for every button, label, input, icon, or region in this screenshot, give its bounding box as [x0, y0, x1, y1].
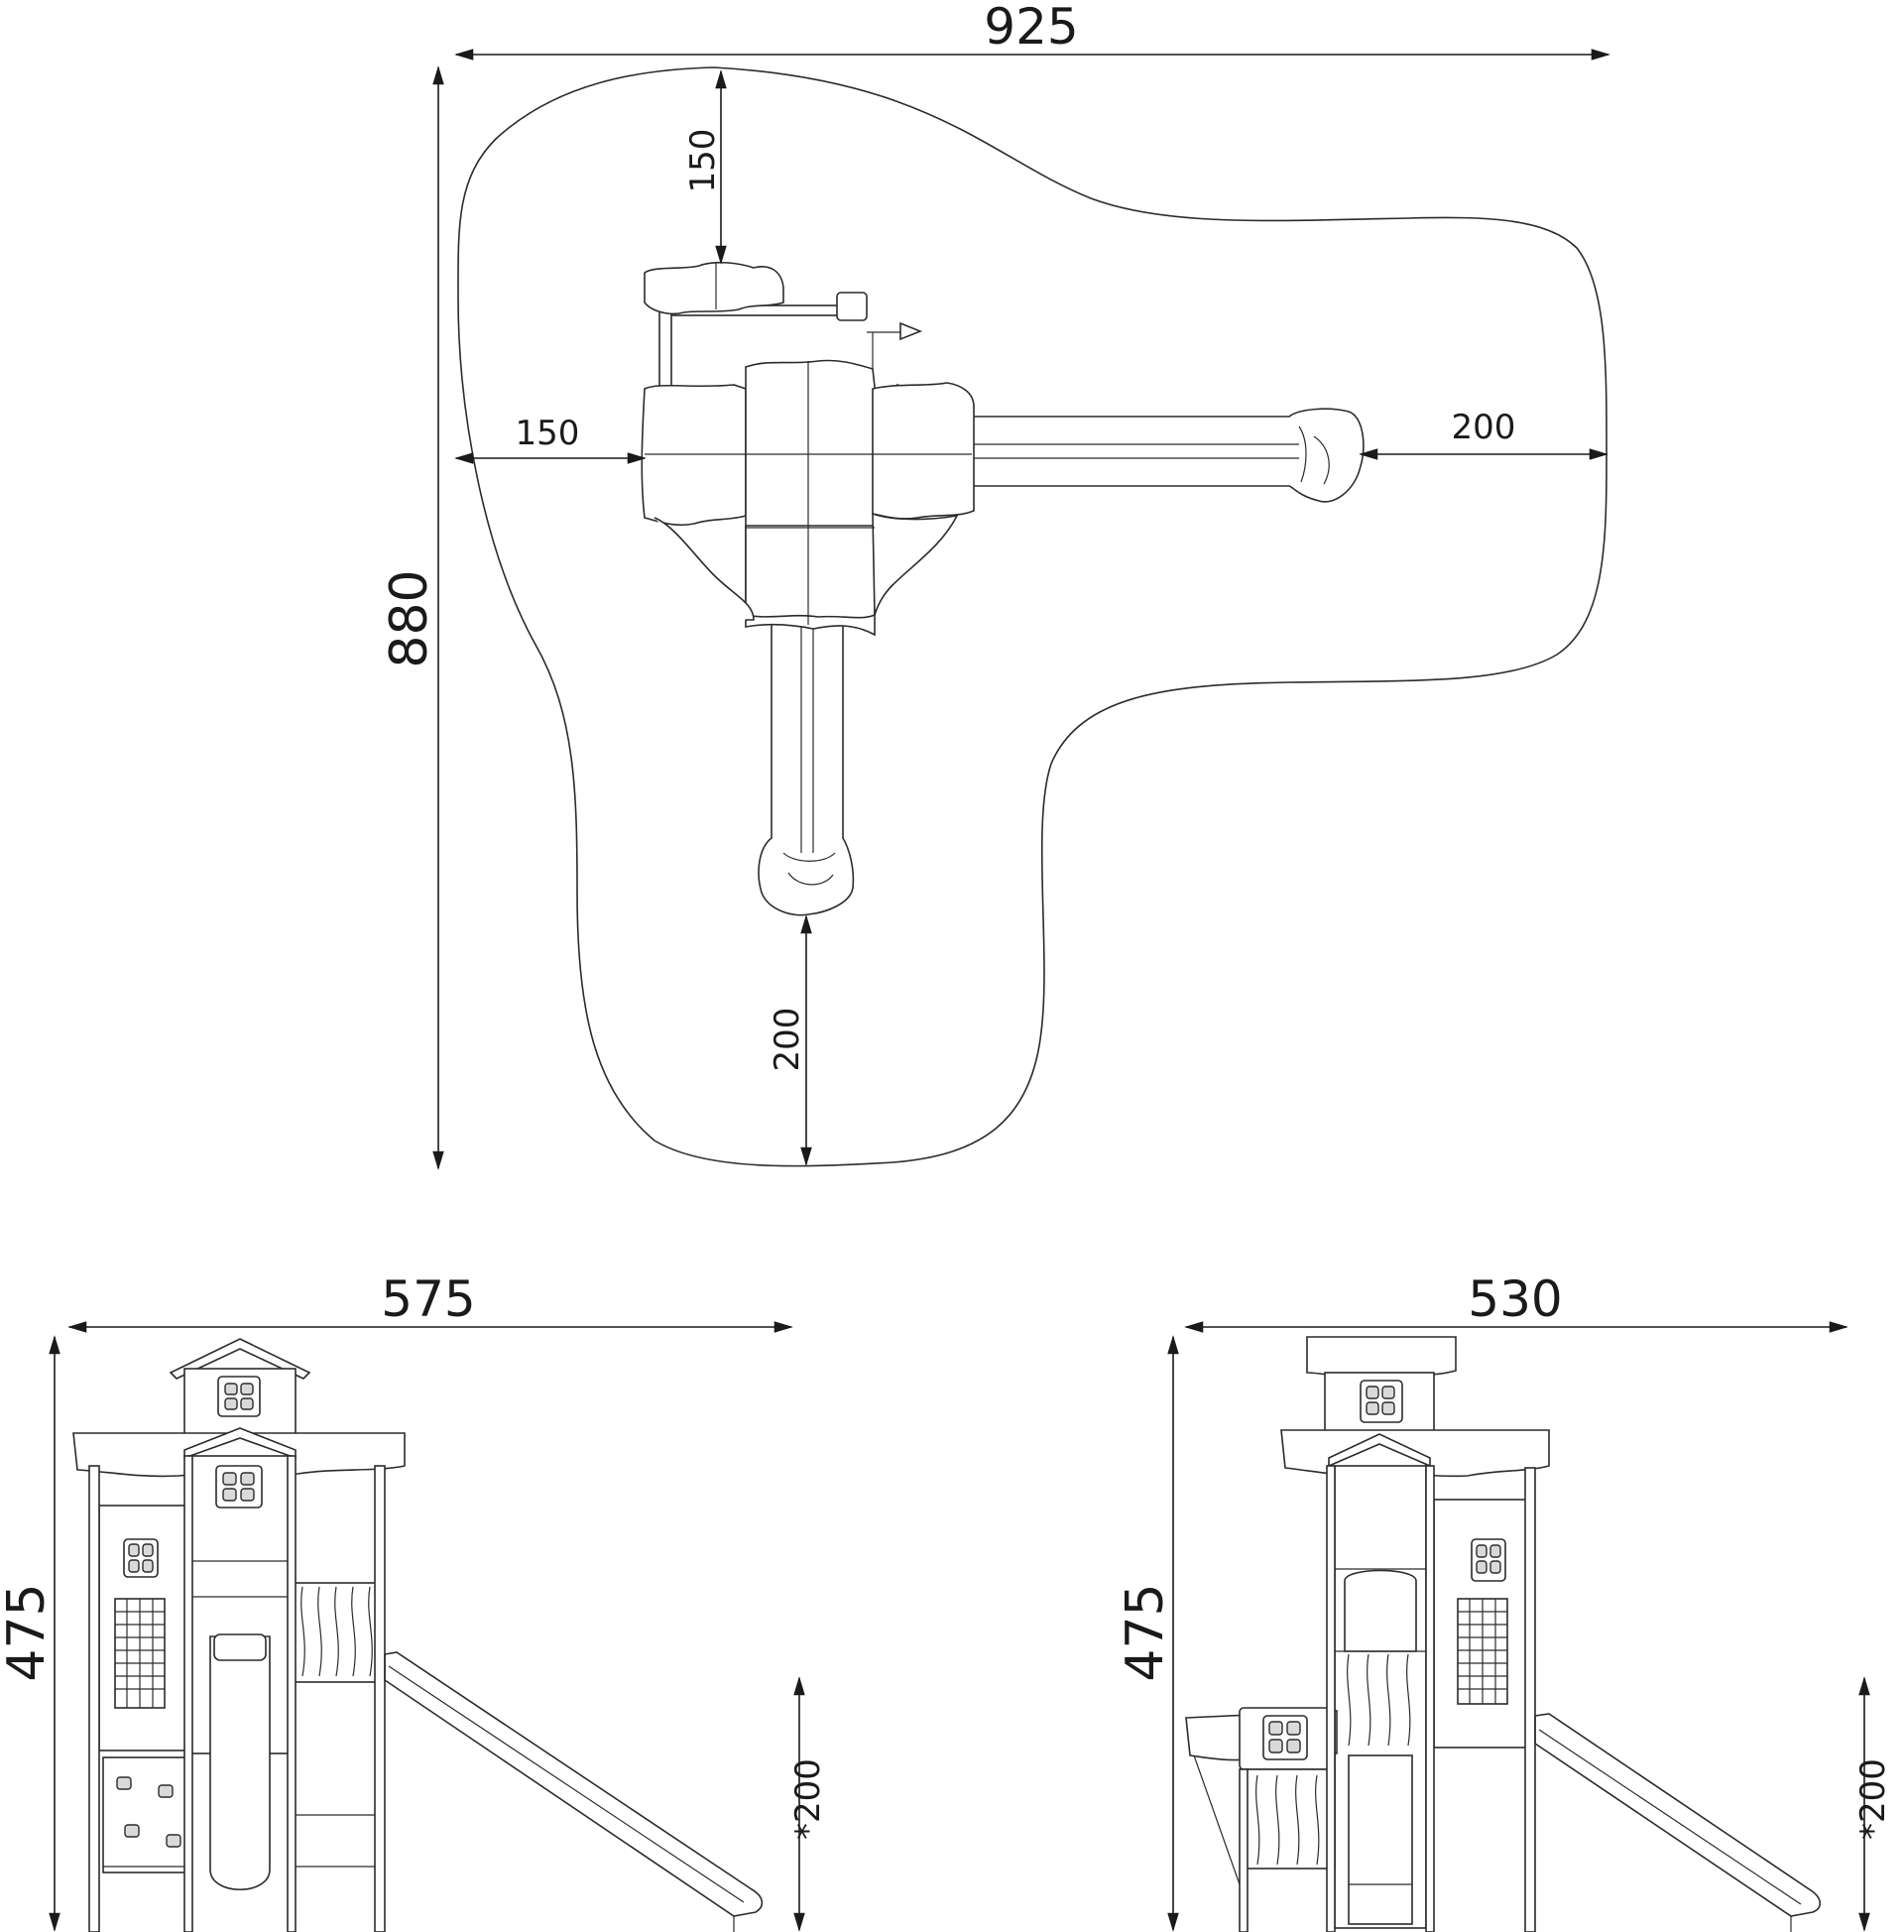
- slide-south: [758, 614, 855, 916]
- roof-top-small: [644, 261, 784, 315]
- dim-side-height: 475: [1116, 1583, 1175, 1681]
- dim-top-clearance: 150: [683, 129, 723, 193]
- dim-right-clearance: 200: [1452, 408, 1516, 447]
- safety-zone-outline: [457, 66, 1607, 1167]
- front-view: 575 475 *200: [0, 1270, 828, 1932]
- grille-side-right: [1457, 1598, 1508, 1705]
- window-side-left: [1262, 1715, 1308, 1760]
- window-middle: [215, 1465, 263, 1509]
- side-view: 530 475 *200: [1116, 1270, 1893, 1932]
- plan-view: 925 880 150 150 200 200: [380, 0, 1610, 1170]
- dim-left-clearance: 150: [516, 414, 580, 453]
- dim-overall-depth: 880: [380, 569, 439, 667]
- dim-front-width: 575: [381, 1270, 475, 1328]
- slide-front-view: [384, 1651, 764, 1932]
- platform-roofs: [641, 359, 975, 637]
- dim-front-slide-height: *200: [788, 1758, 828, 1840]
- window-top: [217, 1376, 261, 1417]
- balusters-front: [300, 1586, 373, 1677]
- window-side-top: [1360, 1380, 1403, 1423]
- dim-bottom-clearance: 200: [768, 1008, 807, 1072]
- dim-overall-width: 925: [984, 0, 1078, 56]
- balusters-side-center: [1347, 1653, 1411, 1747]
- dim-front-height: 475: [0, 1583, 57, 1681]
- slide-east: [971, 408, 1365, 503]
- balusters-side-left: [1255, 1774, 1320, 1866]
- window-left: [123, 1538, 159, 1578]
- grille-left: [114, 1598, 166, 1709]
- slide-side-view: [1534, 1713, 1822, 1932]
- dim-side-width: 530: [1468, 1270, 1562, 1328]
- window-side-right: [1471, 1538, 1506, 1582]
- dim-side-slide-height: *200: [1853, 1758, 1893, 1840]
